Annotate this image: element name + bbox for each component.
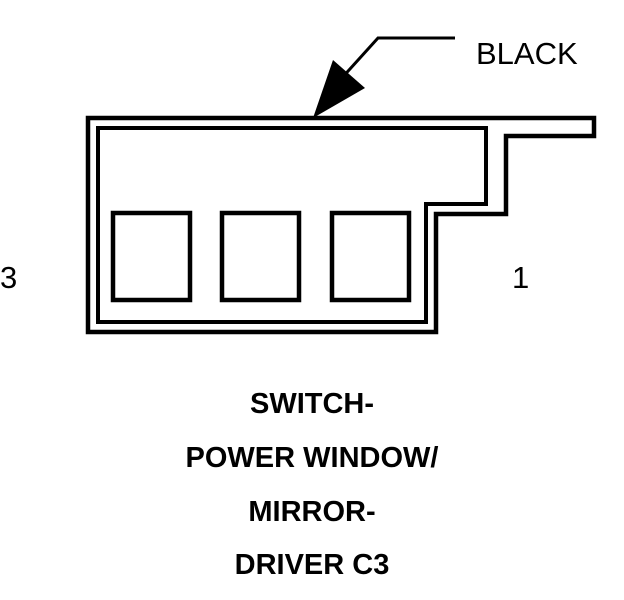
pin-label-left: 3: [0, 260, 17, 295]
caption-line-4: DRIVER C3: [234, 549, 390, 581]
pin-label-right: 1: [512, 260, 529, 295]
leader-line: [338, 36, 455, 82]
caption-line-2: POWER WINDOW/: [185, 442, 439, 474]
cavity-3: [110, 210, 193, 303]
leader-arrowhead: [313, 60, 365, 118]
connector-housing-outer: [85, 115, 597, 335]
caption-line-3: MIRROR-: [248, 496, 376, 528]
color-label: BLACK: [476, 36, 578, 71]
caption-line-1: SWITCH-: [249, 388, 375, 420]
cavity-1: [329, 210, 412, 303]
connector-housing-inner: [96, 126, 488, 324]
cavity-2: [219, 210, 302, 303]
